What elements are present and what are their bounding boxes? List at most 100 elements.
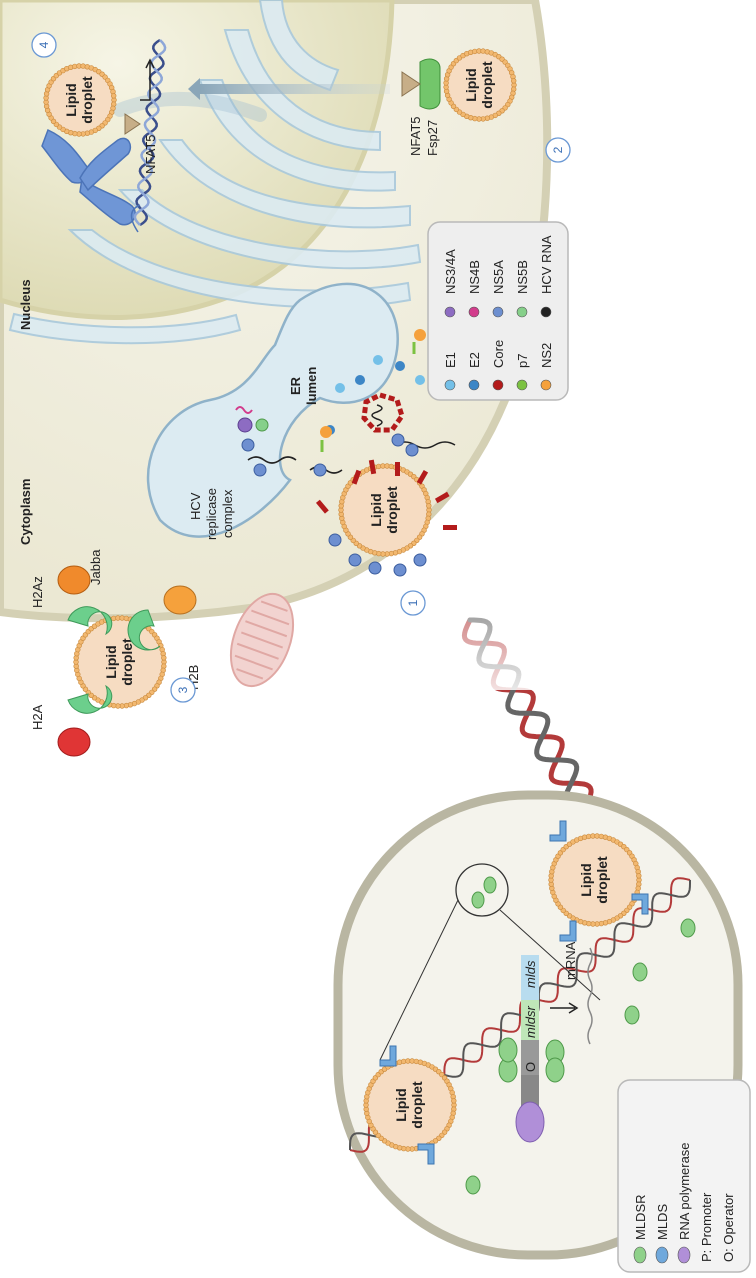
hcv-legend-label-1: E2 (467, 352, 482, 368)
hcv-rna-icon (540, 306, 552, 318)
bacterial-legend-label-3: P: Promoter (699, 1192, 714, 1262)
fsp27-protein-icon (419, 58, 441, 110)
lipid-droplet-1-label-2: droplet (384, 486, 400, 534)
rna-polymerase-icon (515, 1101, 545, 1143)
lipid-droplet-3-label-1: Lipid (103, 645, 119, 678)
er-lumen-pocket (146, 282, 399, 538)
bacterial-lipid-droplet-right-label-1: Lipid (578, 863, 594, 896)
nfat5-dna-icon (124, 113, 141, 135)
bacterial-lipid-droplet-left-label-1: Lipid (393, 1088, 409, 1121)
mlds-protein-icon (655, 1246, 669, 1264)
step-number-3: 3 (176, 686, 190, 693)
step-number-2: 2 (551, 146, 565, 153)
hcv-legend-item-2: Core (491, 340, 506, 391)
hcv-legend-label-3: p7 (515, 354, 530, 368)
nfat5-label-droplet: NFAT5 (408, 117, 423, 157)
er-lumen-label-2: lumen (304, 367, 319, 405)
transcription-start-icon (140, 58, 155, 101)
hcv-legend-item-7: NS5A (491, 260, 506, 318)
step-marker-2: 2 (545, 137, 571, 163)
mrna-label: mRNA (563, 941, 578, 980)
mlds-proteins (379, 820, 649, 1165)
hcv-legend-label-2: Core (491, 340, 506, 368)
e1-protein-icon (444, 379, 456, 391)
operon-mldsr-label: mldsr (523, 1006, 538, 1038)
envelope-proteins (235, 329, 426, 452)
lipid-droplet-2-label-2: droplet (479, 61, 495, 109)
bacterial-legend-item-3: P: Promoter (699, 1192, 714, 1262)
nfat5-protein-icon (401, 71, 421, 97)
nfat5-label-nucleus: NFAT5 (143, 135, 158, 175)
operon-mlds-label: mlds (523, 960, 538, 988)
ns5b-protein-icon (516, 306, 528, 318)
p7-protein-icon (516, 379, 528, 391)
hcv-legend-label-4: NS2 (539, 343, 554, 368)
hcv-core-on-droplet (315, 459, 457, 530)
lipid-droplet-3-label-2: droplet (119, 638, 135, 686)
hcv-replicase-label-3: complex (220, 489, 235, 538)
mrna-icon (587, 947, 593, 1045)
step-marker-3: 3 (170, 677, 196, 703)
rna-polymerase-icon (677, 1246, 691, 1264)
hcv-legend-label-9: HCV RNA (539, 235, 554, 294)
hcv-legend-item-5: NS3/4A (443, 249, 458, 318)
core-protein-icon (492, 379, 504, 391)
hcv-legend-item-9: HCV RNA (539, 235, 554, 318)
hcv-virion-capsid (361, 392, 405, 433)
hcv-legend-item-0: E1 (443, 352, 458, 391)
hcv-legend-item-8: NS5B (515, 260, 530, 318)
mldsr-protein-icon (633, 1246, 647, 1264)
bacterial-legend: MLDSR MLDS RNA polymerase P: Promoter O: Ope… (617, 1079, 751, 1273)
ns34a-protein-icon (444, 306, 456, 318)
cytoplasm-label: Cytoplasm (18, 479, 33, 545)
nuclear-import-arrow (200, 84, 390, 94)
bacterial-legend-label-0: MLDSR (633, 1194, 648, 1240)
step-markers: 1 2 3 4 (31, 32, 571, 703)
bacterial-lipid-droplet-right-label-2: droplet (594, 856, 610, 904)
hcv-legend-label-8: NS5B (515, 260, 530, 294)
hcv-replicase-label-1: HCV (188, 492, 203, 520)
hcv-legend: E1 E2 Core p7 NS2 NS3/4A NS4B NS5A NS5B HCV RNA (427, 221, 569, 401)
step-number-4: 4 (37, 41, 51, 48)
zoom-circle (455, 863, 509, 917)
ns4b-protein-icon (468, 306, 480, 318)
lipid-droplet-4-label-1: Lipid (63, 83, 79, 116)
hcv-legend-label-5: NS3/4A (443, 249, 458, 294)
histone-proteins (57, 565, 197, 757)
hcv-legend-label-6: NS4B (467, 260, 482, 294)
bacterial-legend-label-4: O: Operator (721, 1193, 736, 1262)
operon-diagram: P O mldsr mlds (521, 955, 539, 1120)
hcv-replicase-label-2: replicase (204, 488, 219, 540)
nucleus-label: Nucleus (18, 279, 33, 330)
step-marker-1: 1 (400, 590, 426, 616)
fsp27-label: Fsp27 (425, 120, 440, 156)
bacterial-legend-label-2: RNA polymerase (677, 1142, 692, 1240)
lipid-droplet-4-label-2: droplet (79, 76, 95, 124)
lipid-droplet-1-label-1: Lipid (368, 493, 384, 526)
e2-protein-icon (468, 379, 480, 391)
chromosome-icon (41, 128, 136, 226)
hcv-legend-item-6: NS4B (467, 260, 482, 318)
bacterial-legend-label-1: MLDS (655, 1204, 670, 1240)
bacterial-legend-item-2: RNA polymerase (677, 1142, 692, 1264)
step-marker-4: 4 (31, 32, 57, 58)
jabba-label: Jabba (88, 549, 103, 585)
step-number-1: 1 (406, 599, 420, 606)
transcription-arrow-icon (550, 1002, 579, 1014)
er-lumen-label-1: ER (288, 376, 303, 395)
bacterial-lipid-droplet-left-label-2: droplet (409, 1081, 425, 1129)
hcv-legend-item-1: E2 (467, 352, 482, 391)
hcv-legend-item-3: p7 (515, 354, 530, 391)
connecting-dna-helix (440, 550, 609, 833)
bacterial-legend-item-1: MLDS (655, 1204, 670, 1264)
hcv-legend-label-0: E1 (443, 352, 458, 368)
bacterial-legend-item-0: MLDSR (633, 1194, 648, 1264)
